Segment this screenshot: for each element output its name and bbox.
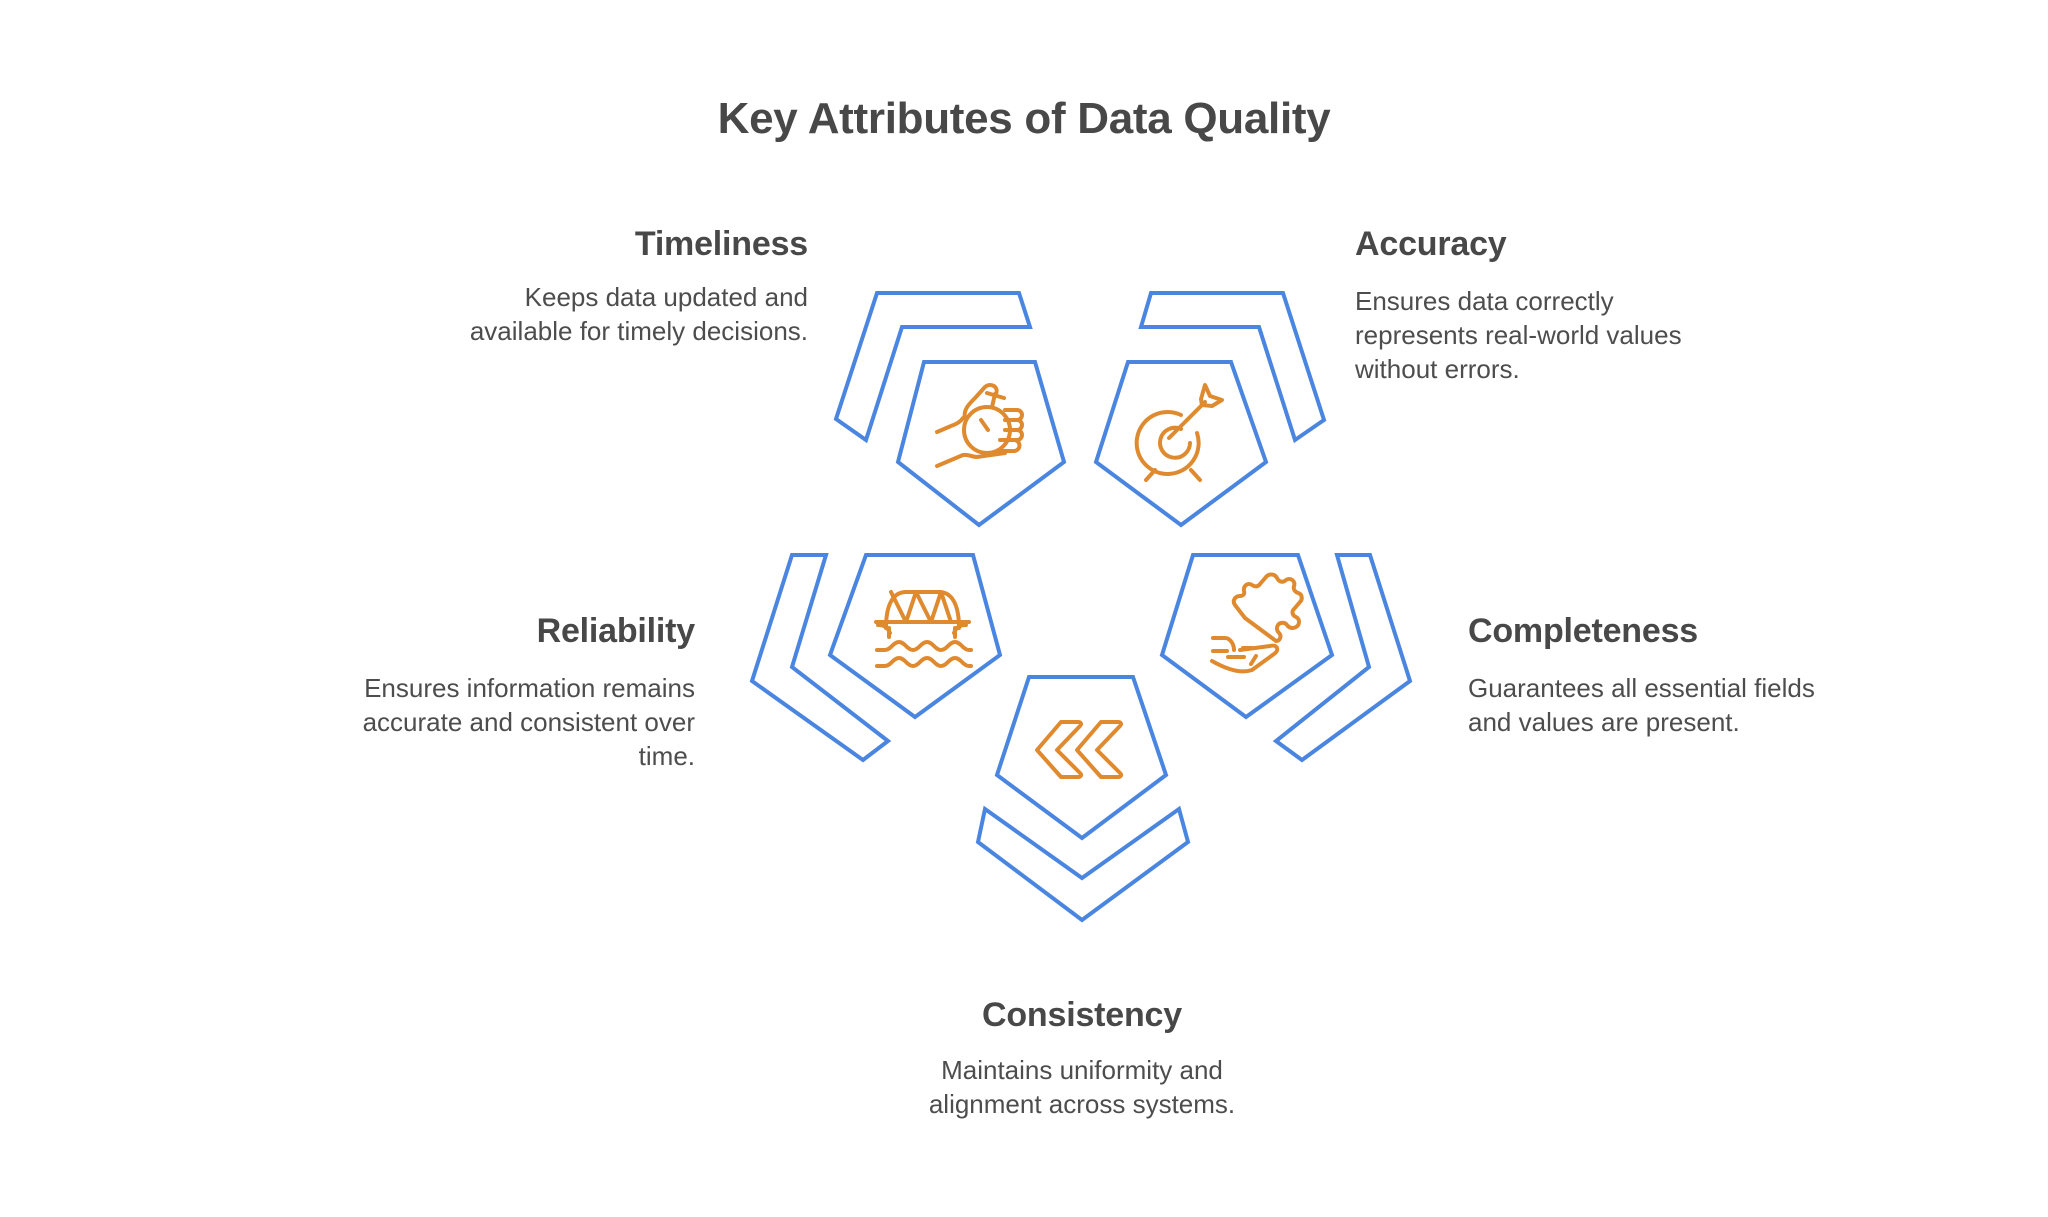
completeness-desc-line-1: Guarantees all essential fields (1468, 673, 1815, 703)
completeness-desc-line-2: and values are present. (1468, 707, 1740, 737)
timeliness-pentagon (895, 360, 1067, 528)
completeness-pentagon (1159, 553, 1335, 720)
accuracy-pentagon (1093, 360, 1269, 528)
hand-stopwatch-icon (935, 383, 1024, 468)
accuracy-desc-line-2: represents real-world values (1355, 320, 1682, 350)
accuracy-node (1093, 291, 1327, 528)
consistency-band-outer (975, 805, 1191, 923)
accuracy-desc-line-1: Ensures data correctly (1355, 286, 1614, 316)
accuracy-label: Accuracy Ensures data correctly represen… (1355, 225, 1815, 386)
consistency-heading: Consistency (982, 996, 1182, 1034)
target-arrow-icon (1134, 383, 1224, 482)
consistency-description: Maintains uniformity and alignment acros… (832, 1053, 1332, 1121)
consistency-label: Consistency Maintains uniformity and ali… (832, 996, 1332, 1121)
completeness-node (1159, 553, 1413, 763)
completeness-heading: Completeness (1468, 612, 1699, 650)
timeliness-node (833, 291, 1067, 528)
timeliness-desc-line-1: Keeps data updated and (524, 282, 808, 312)
completeness-description: Guarantees all essential fields and valu… (1468, 671, 1928, 739)
consistency-desc-line-1: Maintains uniformity and (941, 1055, 1223, 1085)
consistency-pentagon (994, 675, 1169, 841)
consistency-node (975, 675, 1191, 923)
timeliness-band-outer (833, 291, 1033, 444)
bridge-water-icon (874, 590, 973, 668)
timeliness-description: Keeps data updated and available for tim… (388, 280, 808, 348)
reliability-desc-line-1: Ensures information remains (364, 673, 695, 703)
accuracy-description: Ensures data correctly represents real-w… (1355, 284, 1815, 386)
accuracy-desc-line-3: without errors. (1355, 354, 1520, 384)
page-title: Key Attributes of Data Quality (717, 94, 1331, 143)
reliability-node (749, 553, 1003, 763)
accuracy-band-outer (1138, 291, 1327, 444)
reliability-description: Ensures information remains accurate and… (235, 671, 695, 773)
reliability-heading: Reliability (536, 612, 696, 650)
timeliness-heading: Timeliness (634, 225, 808, 263)
timeliness-label: Timeliness Keeps data updated and availa… (388, 225, 808, 348)
reliability-pentagon (827, 553, 1003, 720)
double-chevron-left-icon (1035, 720, 1124, 779)
accuracy-heading: Accuracy (1355, 225, 1507, 263)
completeness-band-outer (1272, 553, 1413, 763)
consistency-desc-line-2: alignment across systems. (928, 1089, 1236, 1119)
reliability-desc-line-2: accurate and consistent over (362, 707, 695, 737)
timeliness-desc-line-2: available for timely decisions. (469, 316, 808, 346)
reliability-band-outer (749, 553, 892, 763)
hand-puzzle-piece-icon (1210, 572, 1304, 674)
completeness-label: Completeness Guarantees all essential fi… (1468, 612, 1928, 739)
reliability-desc-line-3: time. (638, 741, 695, 771)
reliability-label: Reliability Ensures information remains … (235, 612, 696, 773)
